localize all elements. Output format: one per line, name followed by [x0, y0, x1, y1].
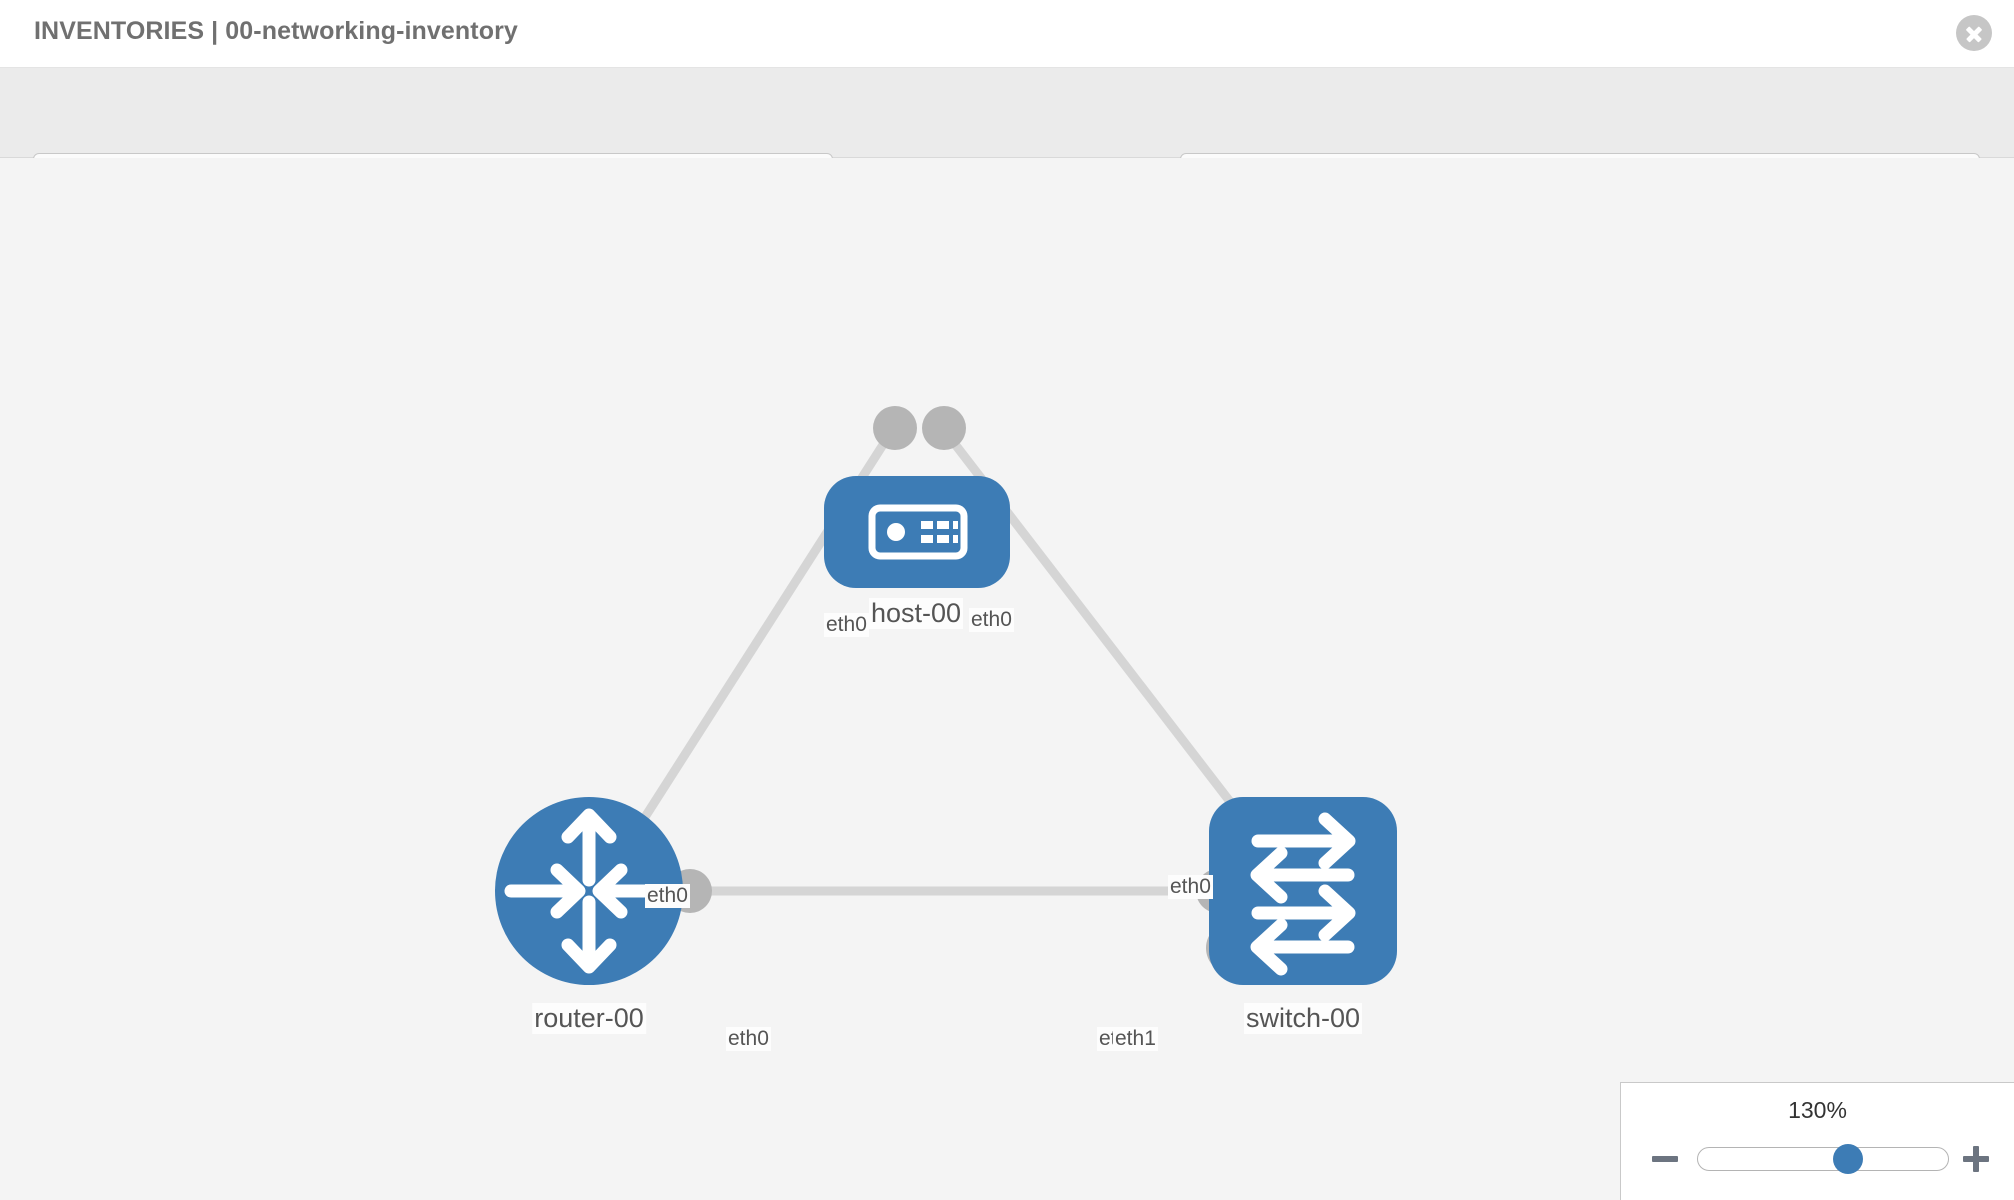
zoom-slider-thumb[interactable]: [1833, 1144, 1863, 1174]
edge-label-router-up-eth: eth0: [645, 884, 690, 908]
edge-label-host-right-eth: eth0: [969, 608, 1014, 632]
plus-icon[interactable]: [1962, 1145, 1990, 1173]
connector-host-left: [873, 406, 917, 450]
zoom-control-panel: 130%: [1620, 1082, 2014, 1200]
page-title: INVENTORIES | 00-networking-inventory: [34, 17, 518, 45]
node-router-00: [495, 797, 683, 985]
server-icon: [868, 504, 968, 560]
zoom-slider-row: [1621, 1139, 2014, 1179]
zoom-level-value: 130%: [1788, 1097, 1847, 1123]
node-host-00: [824, 476, 1010, 588]
toolbar: ACTIONS SEARCH: [0, 68, 2014, 204]
node-label-switch-00: switch-00: [1243, 1003, 1363, 1034]
edge-label-host-left-eth: eth0: [824, 613, 869, 637]
edge-label-router-right-eth: eth0: [726, 1027, 771, 1051]
edge-label-switch-left-eth: eth1: [1113, 1027, 1158, 1051]
page-header: INVENTORIES | 00-networking-inventory: [0, 0, 2014, 68]
topology-graph: [495, 406, 1397, 985]
topology-canvas[interactable]: host-00 router-00 switch-00 eth0 eth0 et…: [0, 158, 2014, 1200]
switch-arrows-icon: [1250, 812, 1356, 976]
node-switch-00: [1209, 797, 1397, 985]
connector-host-right: [922, 406, 966, 450]
minus-icon[interactable]: [1651, 1145, 1679, 1173]
close-icon[interactable]: [1956, 15, 1992, 51]
node-label-host-00: host-00: [868, 598, 964, 629]
edge-label-switch-up-eth: eth0: [1168, 875, 1213, 899]
zoom-slider[interactable]: [1697, 1144, 1949, 1174]
node-label-router-00: router-00: [532, 1003, 646, 1034]
